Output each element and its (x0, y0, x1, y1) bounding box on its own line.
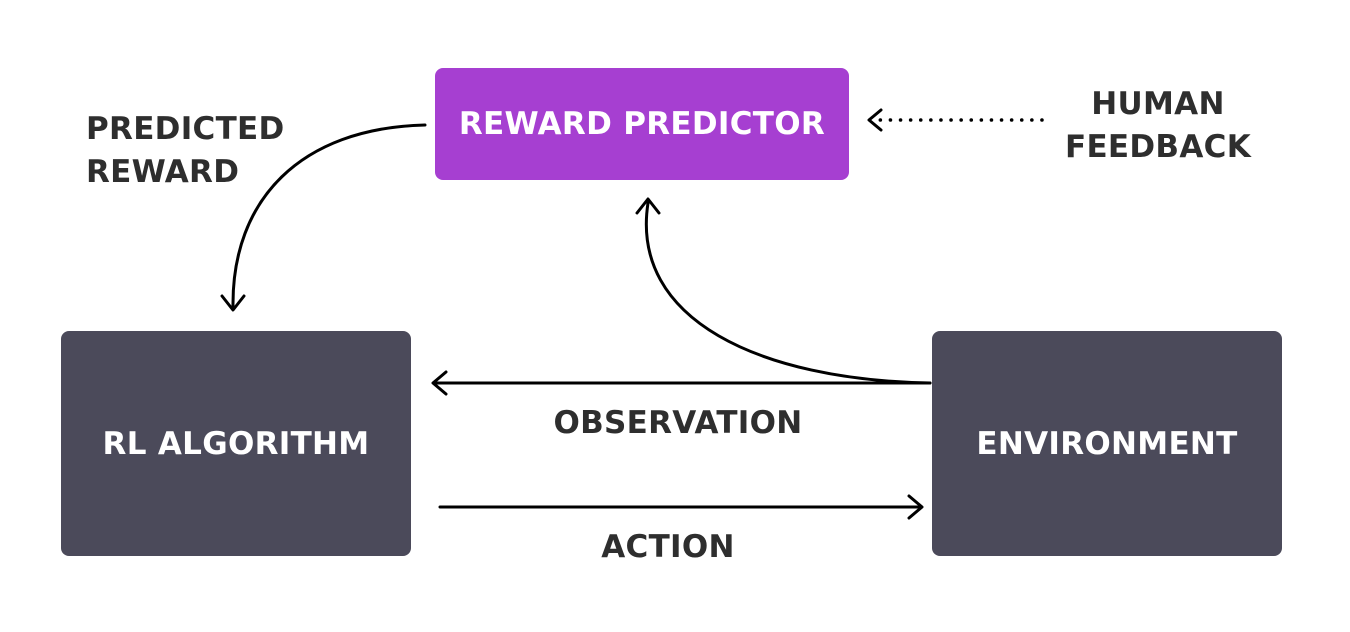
observation-label: OBSERVATION (520, 402, 836, 445)
predicted-reward-arrow (231, 123, 427, 308)
predicted-reward-arrowhead (220, 294, 246, 312)
human-feedback-arrowhead (867, 108, 883, 132)
predicted-reward-line1: PREDICTED (86, 111, 285, 147)
rl-algorithm-label: RL ALGORITHM (102, 425, 370, 462)
observation-text: OBSERVATION (553, 405, 803, 441)
rl-algorithm-node: RL ALGORITHM (61, 331, 411, 556)
human-feedback-label: HUMAN FEEDBACK (1060, 83, 1256, 169)
env-to-reward-arrowhead (635, 197, 661, 215)
predicted-reward-line2: REWARD (86, 154, 240, 190)
reward-predictor-node: REWARD PREDICTOR (435, 68, 849, 180)
human-feedback-line1: HUMAN (1091, 86, 1225, 122)
predicted-reward-label: PREDICTED REWARD (86, 108, 285, 194)
action-arrowhead (907, 494, 924, 520)
environment-node: ENVIRONMENT (932, 331, 1282, 556)
observation-arrowhead (431, 370, 448, 396)
action-text: ACTION (601, 529, 735, 565)
reward-predictor-label: REWARD PREDICTOR (458, 106, 826, 142)
human-feedback-line2: FEEDBACK (1064, 129, 1252, 165)
env-to-reward-arrow (644, 201, 932, 385)
action-label: ACTION (560, 526, 776, 569)
environment-label: ENVIRONMENT (976, 425, 1238, 462)
